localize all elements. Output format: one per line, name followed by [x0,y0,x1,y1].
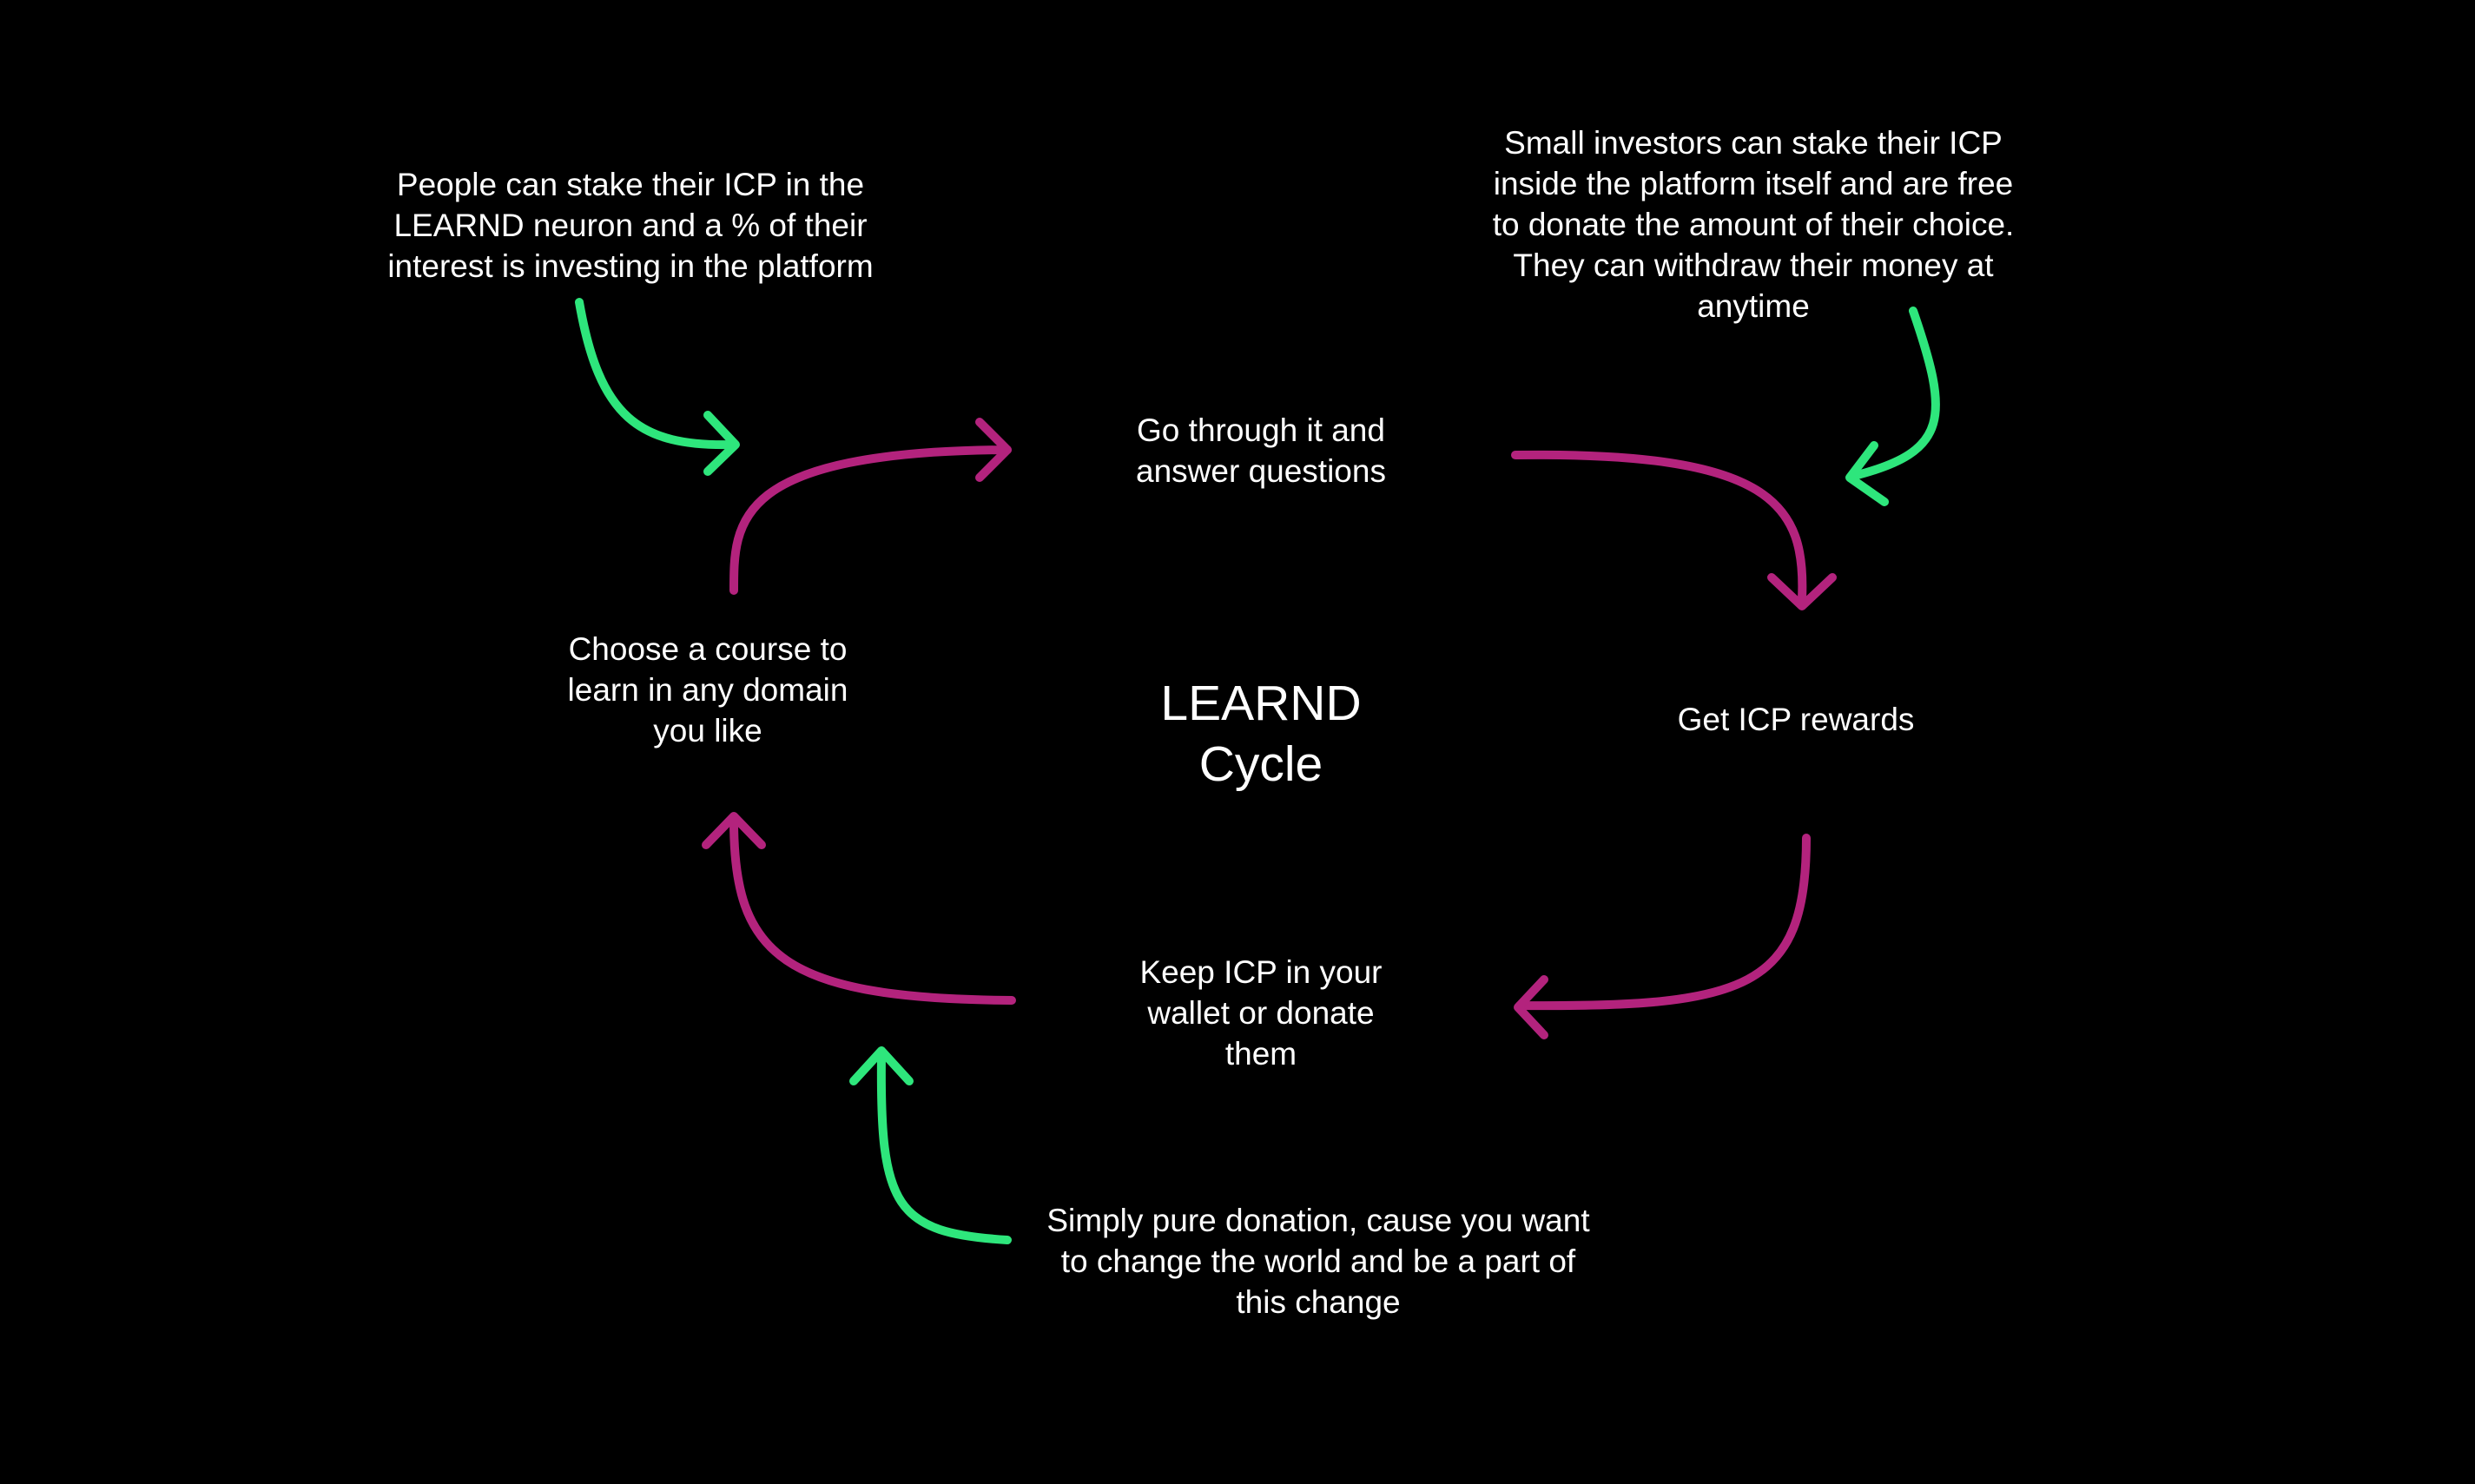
node-choose-course: Choose a course to learn in any domain y… [491,629,925,751]
arrow-go-through-to-rewards [1511,450,1837,610]
note-line: interest is investing in the platform [387,248,874,284]
node-get-rewards: Get ICP rewards [1579,699,2013,740]
node-line: Choose a course to [568,631,848,667]
arrow-rewards-to-keep [1514,834,1811,1039]
note-line: to donate the amount of their choice. [1492,207,2015,242]
arrow-choose-to-go-through [729,418,1012,595]
node-line: wallet or donate [1147,995,1375,1031]
arrow-stake-neuron-input [575,298,740,476]
note-line: inside the platform itself and are free [1493,166,2014,201]
note-line: Small investors can stake their ICP [1504,125,2003,161]
note-small-investors: Small investors can stake their ICP insi… [1406,122,2101,326]
arrow-pure-donation-input [849,1046,1012,1244]
note-line: to change the world and be a part of [1060,1243,1576,1279]
node-line: Go through it and [1137,412,1385,448]
node-line: Get ICP rewards [1677,702,1915,737]
center-title: LEARND Cycle [1087,673,1435,795]
node-line: learn in any domain [567,672,848,708]
note-pure-donation: Simply pure donation, cause you want to … [971,1200,1666,1322]
center-title-line: Cycle [1198,736,1323,792]
node-go-through: Go through it and answer questions [1044,410,1478,491]
note-line: LEARND neuron and a % of their [393,208,868,243]
arrow-small-investors-input [1845,307,1940,506]
node-line: them [1224,1036,1297,1072]
center-title-line: LEARND [1160,676,1362,731]
node-keep-icp: Keep ICP in your wallet or donate them [1044,952,1478,1074]
node-line: answer questions [1136,453,1386,489]
note-line: anytime [1697,288,1810,324]
node-line: Keep ICP in your [1139,954,1383,990]
note-line: People can stake their ICP in the [396,167,865,202]
note-line: They can withdraw their money at [1513,247,1994,283]
note-line: Simply pure donation, cause you want [1046,1203,1590,1238]
node-line: you like [653,713,762,749]
note-stake-neuron: People can stake their ICP in the LEARND… [327,164,934,287]
arrow-keep-to-choose [702,812,1016,1005]
note-line: this change [1236,1284,1401,1320]
